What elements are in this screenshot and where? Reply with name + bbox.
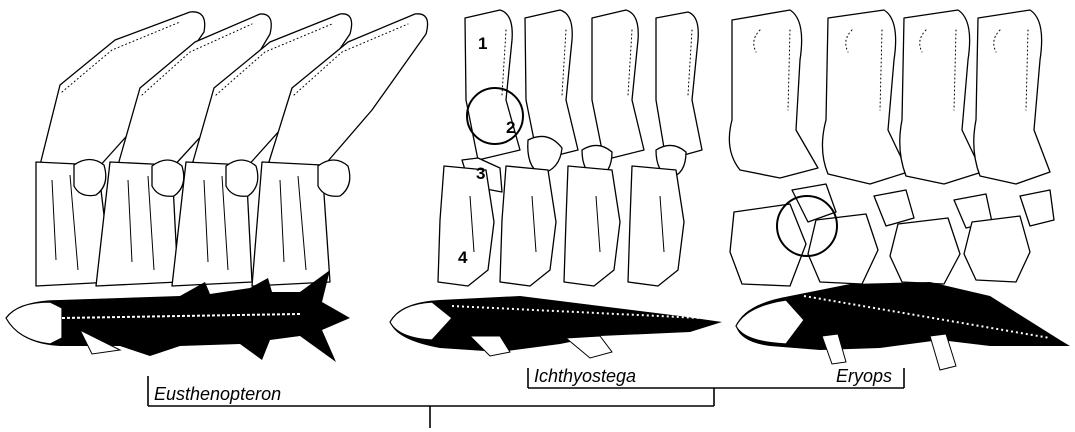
- bone-label-4: 4: [458, 248, 468, 267]
- eusthenopteron-vertebral-column: [36, 12, 428, 286]
- eryops-vertebra-4: [964, 10, 1054, 282]
- eryops-vertebral-column: [729, 10, 1054, 286]
- taxon-label-eusthenopteron: Eusthenopteron: [154, 384, 281, 404]
- ichthyostega-vertebral-column: 1 2 3 4: [438, 10, 702, 286]
- taxon-label-ichthyostega: Ichthyostega: [534, 366, 636, 386]
- eryops-silhouette: [736, 282, 1070, 370]
- bone-label-3: 3: [476, 164, 485, 183]
- bone-label-2: 2: [506, 118, 515, 137]
- taxon-label-eryops: Eryops: [836, 366, 892, 386]
- bone-label-1: 1: [478, 34, 487, 53]
- ichthyostega-silhouette: [390, 296, 722, 358]
